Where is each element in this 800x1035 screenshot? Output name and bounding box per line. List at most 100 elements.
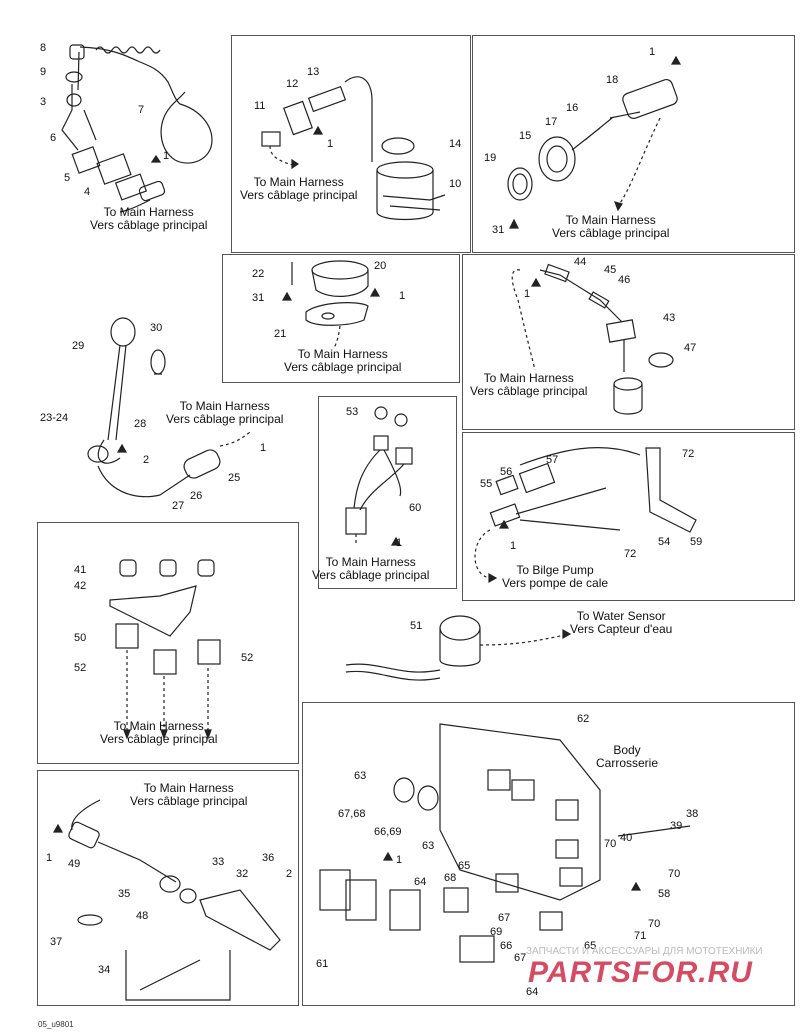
callout-71: 71 xyxy=(634,930,647,942)
callout-47: 47 xyxy=(684,342,697,354)
bilge-pump-bracket xyxy=(474,446,697,584)
callout-14: 14 xyxy=(449,138,462,150)
electronic-module-part-62 xyxy=(319,723,691,963)
callout-70-c: 70 xyxy=(648,918,661,930)
note-to-water-sensor: To Water Sensor Vers Capteur d'eau xyxy=(570,609,673,636)
callout-1-a: 1 xyxy=(163,150,170,162)
watermark-text: ЗАПЧАСТИ И АКСЕССУАРЫ ДЛЯ МОТОТЕХНИКИ xyxy=(526,946,763,957)
callout-8: 8 xyxy=(40,42,47,54)
callout-26: 26 xyxy=(190,490,203,502)
float-switch-part-10 xyxy=(261,76,446,221)
handle-switch-part-29 xyxy=(87,317,251,498)
callout-59: 59 xyxy=(690,536,703,548)
callout-60: 60 xyxy=(409,502,422,514)
panel-bilge xyxy=(462,432,795,601)
callout-49: 49 xyxy=(68,858,81,870)
callout-28: 28 xyxy=(134,418,147,430)
callout-48: 48 xyxy=(136,910,149,922)
callout-7: 7 xyxy=(138,104,145,116)
callout-52-b: 52 xyxy=(241,652,254,664)
note-to-main-harness-a: To Main Harness Vers câblage principal xyxy=(90,205,208,232)
callout-46: 46 xyxy=(618,274,631,286)
callout-67-a: 67 xyxy=(498,912,511,924)
switch-part-53 xyxy=(345,406,413,546)
callout-72-b: 72 xyxy=(624,548,637,560)
note-to-main-harness-h: To Main Harness Vers câblage principal xyxy=(100,719,218,746)
callout-4: 4 xyxy=(84,186,91,198)
callout-11: 11 xyxy=(254,100,266,112)
callout-70-b: 70 xyxy=(668,868,681,880)
callout-29: 29 xyxy=(72,340,85,352)
callout-63-b: 63 xyxy=(422,840,435,852)
sensor-part-43 xyxy=(511,263,674,415)
relay-bracket-parts xyxy=(109,559,221,740)
callout-1-c: 1 xyxy=(649,46,656,58)
callout-15: 15 xyxy=(519,130,532,142)
callout-20: 20 xyxy=(374,260,387,272)
note-to-main-harness-c: To Main Harness Vers câblage principal xyxy=(552,213,670,240)
sensor-part-15 xyxy=(507,55,682,229)
callout-67-b: 67 xyxy=(514,952,527,964)
callout-52-a: 52 xyxy=(74,662,87,674)
note-to-main-harness-g: To Main Harness Vers câblage principal xyxy=(312,555,430,582)
callout-45: 45 xyxy=(604,264,617,276)
callout-1-d: 1 xyxy=(399,290,406,302)
note-to-main-harness-d: To Main Harness Vers câblage principal xyxy=(284,347,402,374)
callout-1-j: 1 xyxy=(46,852,53,864)
panel-switch-53 xyxy=(318,396,457,589)
callout-10: 10 xyxy=(449,178,462,190)
callout-35: 35 xyxy=(118,888,131,900)
callout-63-a: 63 xyxy=(354,770,367,782)
note-to-main-harness-i: To Main Harness Vers câblage principal xyxy=(130,781,248,808)
panel-body-module xyxy=(302,702,795,1006)
callout-13: 13 xyxy=(307,66,320,78)
callout-64-a: 64 xyxy=(414,876,427,888)
panel-relays xyxy=(37,522,299,764)
callout-19: 19 xyxy=(484,152,497,164)
callout-58: 58 xyxy=(658,888,671,900)
callout-41: 41 xyxy=(74,564,87,576)
callout-1-h: 1 xyxy=(510,540,517,552)
callout-38: 38 xyxy=(686,808,699,820)
callout-32: 32 xyxy=(236,868,249,880)
callout-17: 17 xyxy=(545,116,558,128)
callout-53: 53 xyxy=(346,406,359,418)
callout-37: 37 xyxy=(50,936,63,948)
callout-61: 61 xyxy=(316,958,329,970)
callout-18: 18 xyxy=(606,74,619,86)
callout-25: 25 xyxy=(228,472,241,484)
callout-16: 16 xyxy=(566,102,579,114)
note-to-bilge-pump: To Bilge Pump Vers pompe de cale xyxy=(502,563,609,590)
callout-30: 30 xyxy=(150,322,163,334)
callout-1-f: 1 xyxy=(260,442,267,454)
callout-64-b: 64 xyxy=(526,986,539,998)
note-to-main-harness-e: To Main Harness Vers câblage principal xyxy=(470,371,588,398)
callout-39: 39 xyxy=(670,820,683,832)
callout-9: 9 xyxy=(40,66,47,78)
callout-22: 22 xyxy=(252,268,265,280)
note-body: Body Carrosserie xyxy=(596,743,659,770)
callout-12: 12 xyxy=(286,78,299,90)
callout-50: 50 xyxy=(74,632,87,644)
callout-70-a: 70 xyxy=(604,838,617,850)
watermark-logo: PARTSFOR.RU xyxy=(528,956,753,989)
coiled-cable-part-7 xyxy=(61,44,213,213)
callout-31-a: 31 xyxy=(492,224,505,236)
callout-69: 69 xyxy=(490,926,503,938)
panel-key-switch xyxy=(37,770,299,1006)
callout-33: 33 xyxy=(212,856,225,868)
panel-top-center xyxy=(231,35,471,253)
panel-sensor-43 xyxy=(462,254,795,430)
callout-44: 44 xyxy=(574,256,587,268)
callout-66: 66 xyxy=(500,940,513,952)
callout-3: 3 xyxy=(40,96,47,108)
callout-72-a: 72 xyxy=(682,448,695,460)
callout-27: 27 xyxy=(172,500,185,512)
callout-40: 40 xyxy=(620,832,633,844)
callout-1-b: 1 xyxy=(327,138,334,150)
callout-21: 21 xyxy=(274,328,287,340)
callout-31-b: 31 xyxy=(252,292,265,304)
callout-1-g: 1 xyxy=(396,537,403,549)
callout-43: 43 xyxy=(663,312,676,324)
key-switch-parts xyxy=(52,799,281,1001)
